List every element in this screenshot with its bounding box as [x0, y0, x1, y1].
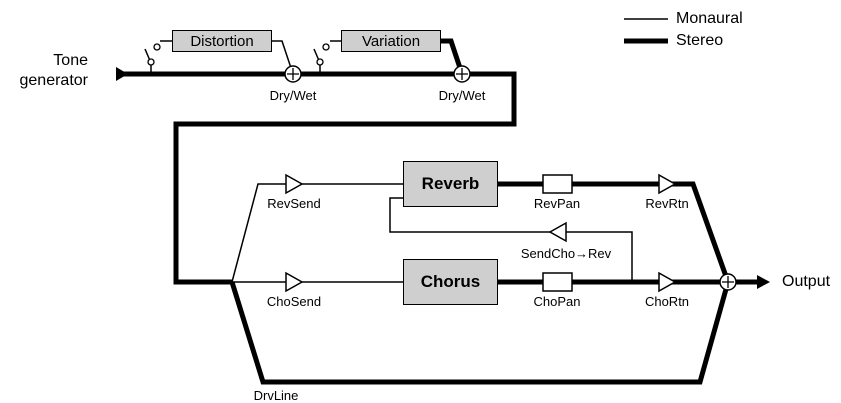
variation-switch-contact: [322, 43, 330, 51]
output-mixer-plus: [722, 276, 734, 288]
drywet-mixer-2-plus: [456, 68, 468, 80]
chorus-block: Chorus: [403, 259, 498, 305]
sendcho-rev-label: SendCho→Rev: [520, 246, 612, 261]
revpan-box: [542, 174, 573, 194]
input-arrow: [116, 67, 128, 81]
distortion-switch-contact: [153, 43, 161, 51]
output-label: Output: [782, 273, 831, 290]
input-label-line2: generator: [19, 72, 89, 89]
revrtn-label: RevRtn: [645, 196, 689, 211]
revpan-label: RevPan: [533, 196, 581, 211]
dry-line: [229, 281, 731, 385]
variation-block: Variation: [341, 30, 441, 52]
revsend-triangle: [285, 173, 304, 195]
legend-stereo-label: Stereo: [676, 32, 724, 49]
sendcho-rev-triangle: [548, 221, 567, 243]
output-arrow: [757, 275, 770, 289]
reverb-return-line: [498, 181, 731, 283]
chosend-triangle: [285, 271, 304, 293]
chopan-label: ChoPan: [533, 294, 581, 309]
chortn-label: ChoRtn: [644, 294, 690, 309]
variation-switch-pivot: [316, 58, 324, 66]
drvline-label: DrvLine: [253, 388, 299, 403]
revrtn-triangle: [658, 173, 677, 195]
sendcho-rev-line: [389, 197, 633, 282]
input-label: Tone generator: [20, 51, 89, 91]
drywet-mixer-1-plus: [287, 68, 299, 80]
revsend-line: [231, 183, 403, 283]
drywet-1-label: Dry/Wet: [269, 88, 317, 103]
chopan-box: [542, 272, 573, 292]
drywet-2-label: Dry/Wet: [438, 88, 486, 103]
distortion-return-line: [272, 40, 294, 75]
chortn-triangle: [658, 271, 677, 293]
variation-return-line: [441, 38, 465, 75]
distortion-switch-pivot: [147, 58, 155, 66]
revsend-label: RevSend: [267, 196, 321, 211]
distortion-block: Distortion: [172, 30, 272, 52]
chosend-label: ChoSend: [266, 294, 322, 309]
main-stereo-line: [118, 71, 517, 285]
input-label-line1: Tone: [53, 52, 88, 69]
legend-mono-label: Monaural: [676, 10, 743, 27]
reverb-block: Reverb: [403, 161, 498, 207]
